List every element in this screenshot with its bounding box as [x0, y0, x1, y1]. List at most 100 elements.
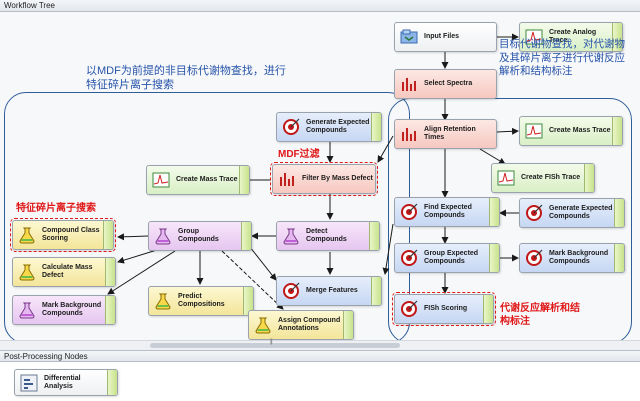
- node-label: Create FISh Trace: [521, 174, 581, 181]
- annotation-fragment-search: 特征碎片离子搜索: [16, 203, 96, 214]
- node-create-fish-trace[interactable]: Create FISh Trace: [491, 163, 595, 193]
- node-label: Create Mass Trace: [549, 127, 611, 134]
- node-grip[interactable]: [612, 23, 622, 51]
- arrow-align-to-filter: [377, 135, 394, 163]
- trace-chart-icon: [151, 170, 171, 190]
- node-label: Predict Compositions: [178, 293, 225, 308]
- node-assign-compound-annotations[interactable]: Assign Compound Annotations: [248, 310, 354, 340]
- node-label: Merge Features: [306, 287, 358, 294]
- node-grip[interactable]: [614, 199, 624, 227]
- node-label: Detect Compounds: [306, 228, 347, 243]
- post-processing-area: Differential Analysis: [0, 363, 640, 401]
- node-grip[interactable]: [107, 370, 117, 395]
- node-grip[interactable]: [584, 164, 594, 192]
- node-create-analog-trace[interactable]: Create Analog Trace: [519, 22, 623, 52]
- horizontal-scrollbar[interactable]: [0, 339, 640, 351]
- node-grip[interactable]: [105, 258, 115, 286]
- flask-icon: [17, 262, 37, 282]
- target-icon: [399, 202, 419, 222]
- flask-icon: [153, 291, 173, 311]
- target-icon: [524, 203, 544, 223]
- node-find-expected-compounds[interactable]: Find Expected Compounds: [394, 197, 500, 227]
- node-grip[interactable]: [369, 222, 379, 250]
- spectrum-icon: [399, 74, 419, 94]
- node-group-compounds[interactable]: Group Compounds: [148, 221, 252, 251]
- node-mark-background-compounds-left[interactable]: Mark Background Compounds: [12, 295, 116, 325]
- target-icon: [524, 248, 544, 268]
- arrow-align-to-fish: [479, 148, 506, 165]
- node-grip[interactable]: [103, 221, 113, 249]
- node-input-files[interactable]: Input Files: [394, 22, 497, 52]
- node-label: Generate Expected Compounds: [549, 205, 613, 220]
- node-label: FISh Scoring: [424, 305, 468, 312]
- annotation-mdf-filter: MDF过滤: [278, 149, 320, 160]
- node-compound-class-scoring[interactable]: Compound Class Scoring: [10, 218, 116, 252]
- node-predict-compositions[interactable]: Predict Compositions: [148, 286, 254, 316]
- node-grip[interactable]: [239, 166, 249, 194]
- node-generate-expected-compounds-left[interactable]: Generate Expected Compounds: [276, 112, 382, 142]
- node-differential-analysis[interactable]: Differential Analysis: [14, 369, 118, 396]
- node-label: Assign Compound Annotations: [278, 317, 341, 332]
- node-label: Create Analog Trace: [549, 29, 597, 44]
- node-label: Input Files: [424, 33, 459, 40]
- node-grip[interactable]: [371, 277, 381, 305]
- scrollbar-thumb[interactable]: [150, 339, 400, 348]
- node-detect-compounds[interactable]: Detect Compounds: [276, 221, 380, 251]
- spectrum-icon: [399, 124, 419, 144]
- node-label: Group Compounds: [178, 228, 219, 243]
- arrow-group-to-calc-mass: [117, 248, 161, 264]
- target-icon: [399, 299, 419, 319]
- trace-chart-icon: [524, 27, 544, 47]
- workflow-canvas[interactable]: Input Files Create Analog Trace Select S…: [0, 12, 640, 344]
- node-label: Mark Background Compounds: [42, 302, 102, 317]
- node-create-mass-trace-right[interactable]: Create Mass Trace: [519, 116, 623, 146]
- target-icon: [281, 281, 301, 301]
- node-label: Compound Class Scoring: [42, 227, 100, 242]
- arrow-align-to-masstrace: [496, 127, 519, 135]
- node-grip[interactable]: [612, 117, 622, 145]
- flask-icon: [17, 300, 37, 320]
- flask-icon: [281, 226, 301, 246]
- node-label: Generate Expected Compounds: [306, 119, 370, 134]
- trace-chart-icon: [524, 121, 544, 141]
- node-label: Find Expected Compounds: [424, 204, 472, 219]
- node-grip[interactable]: [489, 244, 499, 272]
- node-label: Filter By Mass Defect: [302, 175, 373, 182]
- node-calculate-mass-defect[interactable]: Calculate Mass Defect: [12, 257, 116, 287]
- node-align-retention-times[interactable]: Align Retention Times: [394, 119, 497, 149]
- node-grip[interactable]: [614, 244, 624, 272]
- node-merge-features[interactable]: Merge Features: [276, 276, 382, 306]
- node-grip[interactable]: [371, 113, 381, 141]
- node-label: Group Expected Compounds: [424, 250, 479, 265]
- node-grip[interactable]: [105, 296, 115, 324]
- bar-chart-icon: [19, 373, 39, 393]
- node-grip[interactable]: [483, 295, 493, 323]
- arrow-group-to-assign: [221, 250, 284, 310]
- workflow-tree-header: Workflow Tree: [0, 0, 640, 12]
- post-processing-header: Post-Processing Nodes: [0, 350, 640, 362]
- arrow-group-to-class-scoring: [117, 233, 149, 241]
- node-select-spectra[interactable]: Select Spectra: [394, 69, 497, 99]
- node-fish-scoring[interactable]: FISh Scoring: [392, 292, 496, 326]
- node-filter-by-mass-defect[interactable]: Filter By Mass Defect: [270, 162, 378, 196]
- node-grip[interactable]: [343, 311, 353, 339]
- annotation-left-title: 以MDF为前提的非目标代谢物查找，进行特征碎片离子搜索: [86, 65, 286, 91]
- node-grip[interactable]: [489, 198, 499, 226]
- node-label: Align Retention Times: [424, 126, 476, 141]
- annotation-right-title: 目标代谢物查找，对代谢物及其碎片离子进行代谢反应解析和结构标注: [499, 38, 625, 77]
- target-icon: [281, 117, 301, 137]
- target-icon: [399, 248, 419, 268]
- node-label: Select Spectra: [424, 80, 473, 87]
- node-label: Mark Background Compounds: [549, 250, 609, 265]
- flask-icon: [153, 226, 173, 246]
- node-grip[interactable]: [241, 222, 251, 250]
- arrow-group-to-mark-bg-left: [107, 250, 176, 295]
- file-folder-icon: [399, 27, 419, 47]
- node-group-expected-compounds[interactable]: Group Expected Compounds: [394, 243, 500, 273]
- flask-icon: [253, 315, 273, 335]
- node-generate-expected-compounds-right[interactable]: Generate Expected Compounds: [519, 198, 625, 228]
- node-create-mass-trace-left[interactable]: Create Mass Trace: [146, 165, 250, 195]
- node-mark-background-compounds-right[interactable]: Mark Background Compounds: [519, 243, 625, 273]
- node-grip[interactable]: [243, 287, 253, 315]
